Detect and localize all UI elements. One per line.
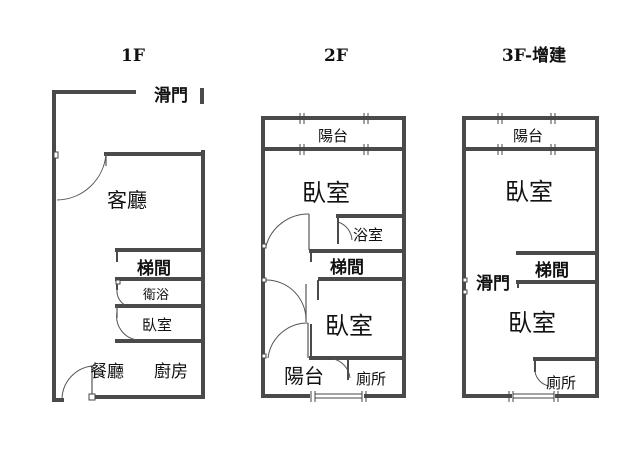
label-3f-stairs: 梯間 [535, 260, 569, 281]
label-3f-balcony-top: 陽台 [513, 127, 543, 145]
window-2f-top [299, 113, 369, 124]
label-3f-bedroom-back: 臥室 [508, 309, 556, 337]
floor-plan-2f: 2F [261, 46, 406, 402]
label-3f-bedroom-front: 臥室 [505, 178, 553, 206]
door-1f-entry-jamb [88, 393, 96, 401]
door-1f-bath-swing [116, 289, 126, 306]
door-2f-bed-swing [267, 322, 309, 359]
window-3f-bottom [508, 391, 559, 402]
door-2f-jamb-b [261, 277, 267, 283]
door-3f-jamb-a [462, 277, 468, 283]
floor-plan-3f: 3F-增建 [462, 45, 599, 402]
label-2f-bedroom-front: 臥室 [302, 179, 350, 207]
label-2f-toilet: 廁所 [356, 370, 386, 388]
door-1f-bath-jamb [115, 279, 121, 285]
door-1f-jamb [53, 151, 59, 159]
wall-3f-outer [462, 116, 512, 398]
door-2f-stair-swing [265, 279, 307, 323]
label-1f-dining-room: 餐廳 [90, 362, 124, 382]
label-1f-bedroom: 臥室 [142, 316, 172, 334]
label-2f-stairs: 梯間 [330, 257, 364, 278]
label-2f-bedroom-back: 臥室 [325, 312, 373, 340]
door-2f-bath-swing [337, 221, 353, 241]
floor-plan-1f: 1F 滑門 客廳 梯間 衛浴 臥室 餐廳 廚房 [52, 46, 205, 402]
door-3f-jamb-b [462, 289, 468, 295]
label-1f-stairs: 梯間 [137, 258, 171, 279]
wall-2f-top [261, 116, 406, 398]
label-2f-balcony-top: 陽台 [318, 127, 348, 145]
label-1f-kitchen: 廚房 [154, 361, 188, 382]
floor-title-1f: 1F [121, 46, 145, 66]
window-3f-balcony [497, 144, 556, 155]
window-2f-bottom [310, 391, 367, 402]
door-2f-jamb-c [261, 353, 267, 359]
wall-1f-outer [52, 90, 136, 402]
door-3f-toilet-swing [534, 371, 550, 387]
label-2f-balcony-back: 陽台 [284, 364, 324, 388]
label-1f-living-room: 客廳 [107, 188, 147, 212]
floor-title-3f: 3F-增建 [502, 45, 566, 66]
door-1f-entry-swing [61, 365, 93, 399]
label-1f-bathroom: 衛浴 [143, 288, 169, 303]
wall-3f-top [462, 116, 599, 398]
window-2f-balcony [299, 144, 369, 155]
wall-1f-right [93, 150, 205, 399]
wall-2f-outer [261, 116, 310, 398]
door-2f-front-swing [265, 213, 310, 247]
window-3f-top [497, 113, 556, 124]
label-3f-toilet: 廁所 [546, 374, 576, 392]
door-2f-toilet-swing [333, 358, 351, 379]
floor-title-2f: 2F [324, 46, 348, 66]
label-3f-sliding-door: 滑門 [476, 274, 510, 294]
door-1f-living-swing [56, 153, 107, 201]
door-1f-bed-swing [116, 311, 138, 341]
label-2f-bathroom: 浴室 [353, 226, 383, 244]
label-1f-sliding-door: 滑門 [154, 86, 188, 106]
door-2f-jamb-a [261, 243, 267, 249]
